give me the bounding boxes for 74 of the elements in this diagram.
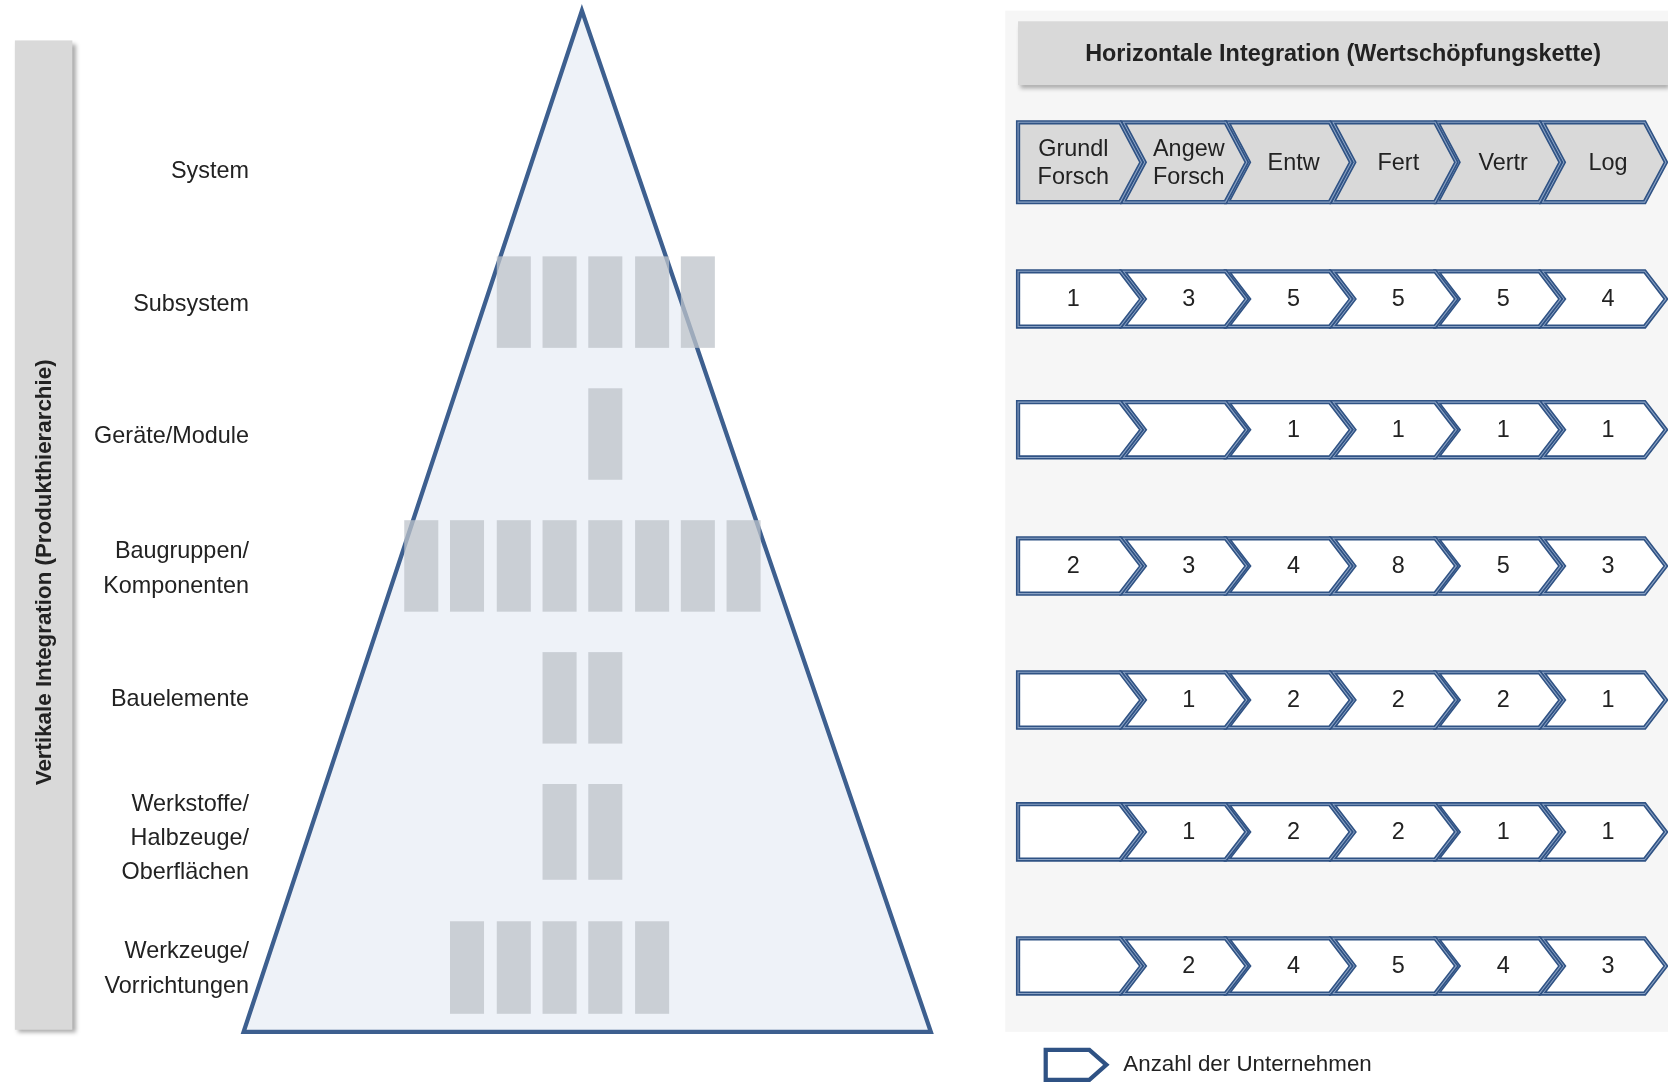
count-number: 3: [1601, 952, 1615, 980]
count-number: 5: [1391, 285, 1405, 313]
count-number: 5: [1391, 952, 1405, 980]
bar: [635, 256, 670, 348]
bar: [726, 520, 761, 612]
column-header: Entw: [1266, 148, 1321, 177]
count-number: 1: [1391, 415, 1405, 444]
bar: [635, 520, 670, 612]
bar: [542, 784, 577, 880]
column-header: Angew Forsch: [1152, 134, 1226, 190]
bar: [450, 921, 485, 1014]
column-header: Vertr: [1477, 148, 1529, 177]
band-title: Horizontale Integration (Wertschöpfungskette): [1085, 39, 1601, 67]
count-number: 1: [1496, 415, 1510, 444]
bar: [496, 520, 531, 612]
process-step: [1018, 402, 1142, 458]
bar: [588, 388, 623, 480]
count-number: 1: [1496, 818, 1510, 846]
bar: [635, 921, 670, 1014]
count-number: 8: [1391, 552, 1405, 580]
row-label: Werkzeuge/ Vorrichtungen: [103, 936, 249, 1000]
bar: [588, 784, 623, 880]
count-number: 4: [1287, 552, 1301, 580]
bar: [542, 921, 577, 1014]
process-step: [1018, 122, 1142, 203]
process-step: [1018, 538, 1142, 594]
row-label: Werkstoffe/ Halbzeuge/ Oberflächen: [120, 788, 249, 886]
count-number: 1: [1066, 285, 1080, 313]
bar: [450, 520, 485, 612]
bar: [588, 256, 623, 348]
bar: [588, 921, 623, 1014]
process-step: [1018, 938, 1142, 994]
count-number: 5: [1287, 285, 1301, 313]
bar: [404, 520, 439, 612]
row-label: System: [169, 155, 249, 185]
count-number: 2: [1066, 552, 1080, 580]
count-number: 1: [1182, 686, 1196, 714]
count-number: 1: [1601, 818, 1615, 846]
bar: [542, 652, 577, 744]
bar: [496, 256, 531, 348]
column-header: Fert: [1376, 148, 1421, 177]
count-number: 1: [1601, 415, 1615, 444]
process-step: [1018, 672, 1142, 728]
bar: [496, 921, 531, 1014]
bar: [588, 652, 623, 744]
count-number: 5: [1496, 285, 1510, 313]
count-number: 2: [1391, 818, 1405, 846]
bar: [542, 520, 577, 612]
bar: [588, 520, 623, 612]
count-number: 3: [1182, 552, 1196, 580]
count-number: 3: [1182, 285, 1196, 313]
count-number: 2: [1182, 952, 1196, 980]
count-number: 2: [1391, 686, 1405, 714]
row-label: Subsystem: [132, 288, 249, 318]
process-step: [1018, 271, 1142, 327]
count-number: 4: [1601, 285, 1615, 313]
count-number: 5: [1496, 552, 1510, 580]
band-title: Vertikale Integration (Produkthierarchie): [30, 359, 57, 786]
column-header: Grundl Forsch: [1036, 134, 1111, 190]
count-number: 4: [1496, 952, 1510, 980]
count-number: 1: [1287, 415, 1301, 444]
count-number: 3: [1601, 552, 1615, 580]
count-number: 2: [1496, 686, 1510, 714]
count-number: 2: [1287, 818, 1301, 846]
count-number: 1: [1601, 686, 1615, 714]
column-header: Log: [1587, 148, 1629, 177]
process-step: [1018, 804, 1142, 860]
bar: [680, 520, 715, 612]
count-number: 2: [1287, 686, 1301, 714]
bar: [542, 256, 577, 348]
count-number: 4: [1287, 952, 1301, 980]
legend-label: Anzahl der Unternehmen: [1123, 1050, 1372, 1078]
count-number: 1: [1182, 818, 1196, 846]
bar: [680, 256, 715, 348]
